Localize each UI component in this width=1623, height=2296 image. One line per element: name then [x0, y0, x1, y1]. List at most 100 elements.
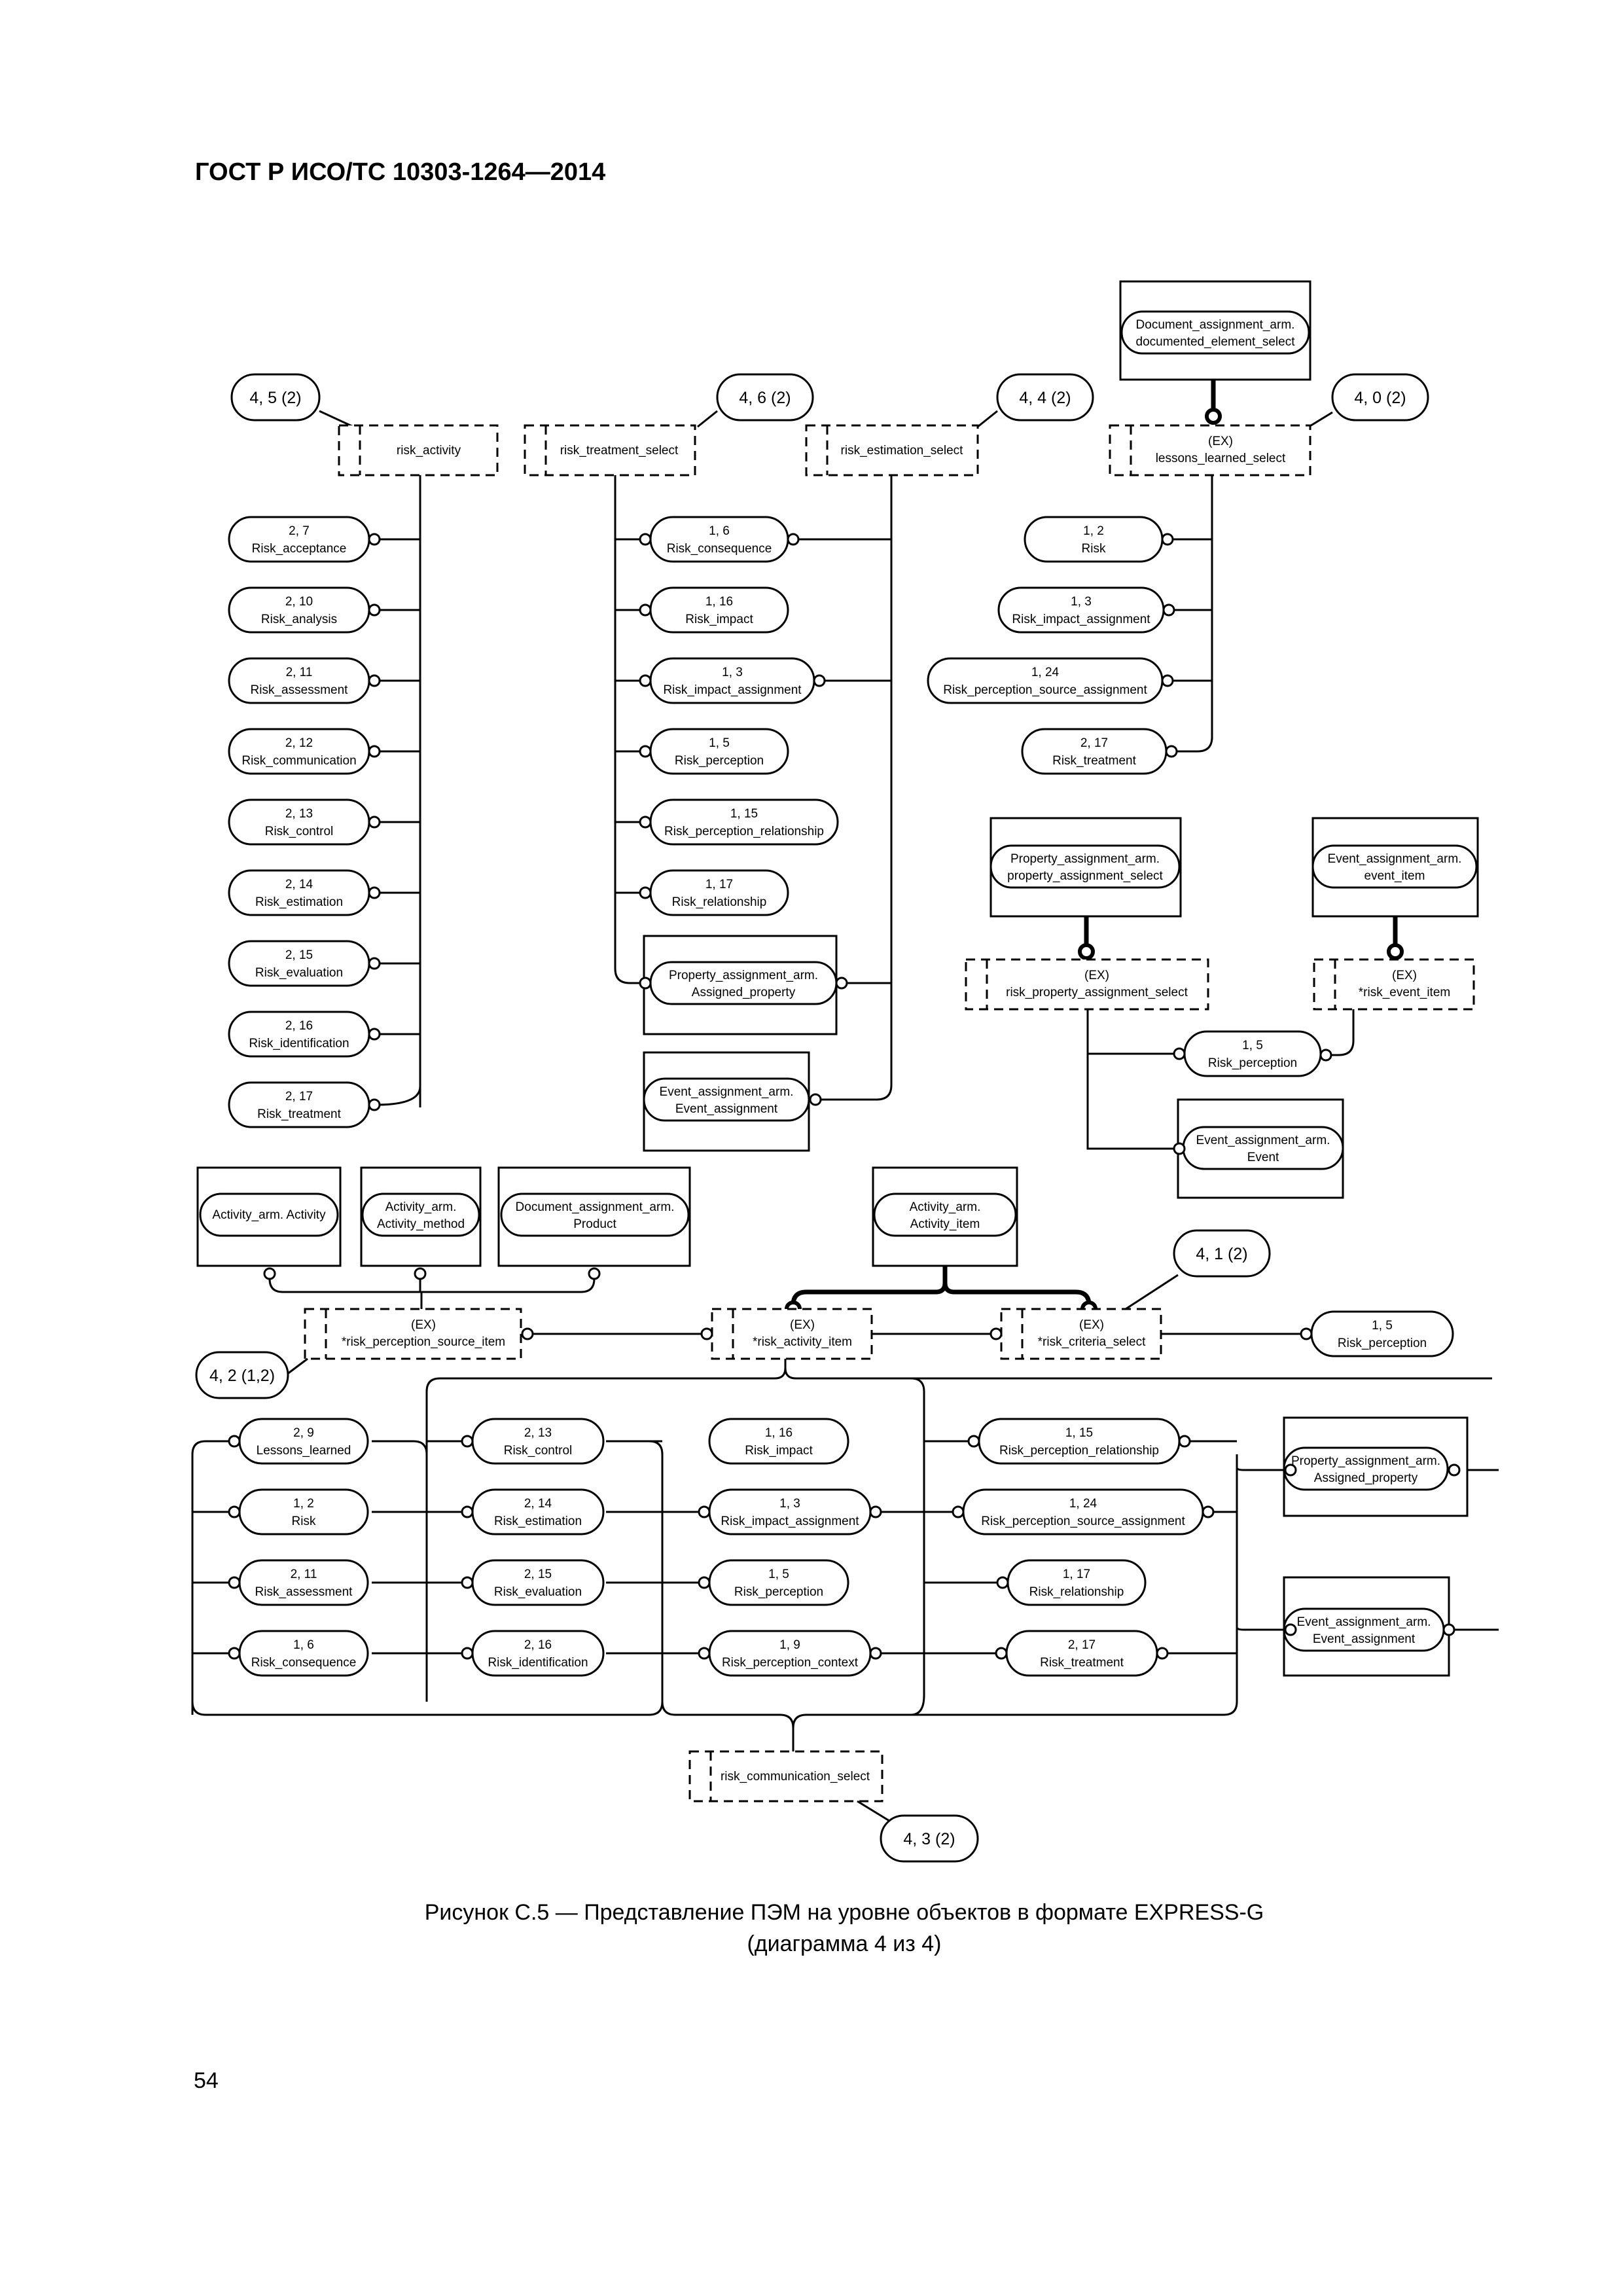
- entity-risk-assessment-b: 2, 11 Risk_assessment: [228, 1559, 369, 1606]
- svg-text:Risk_control: Risk_control: [504, 1444, 573, 1458]
- svg-text:Risk: Risk: [292, 1515, 316, 1528]
- entity-risk-estimation: 2, 14 Risk_estimation: [228, 869, 381, 916]
- svg-text:Event_assignment_arm.: Event_assignment_arm.: [1196, 1134, 1330, 1147]
- svg-text:Risk_assessment: Risk_assessment: [251, 683, 349, 697]
- svg-text:2, 17: 2, 17: [285, 1090, 313, 1103]
- select-risk-estimation-label: risk_estimation_select: [841, 444, 964, 457]
- schema-event-assignment: Event_assignment_arm. Event_assignment: [643, 1051, 822, 1152]
- select-risk-treatment-label: risk_treatment_select: [560, 444, 679, 457]
- entity-risk-treatment-b: 2, 17 Risk_treatment: [995, 1630, 1169, 1677]
- entity-risk-estimation-b: 2, 14 Risk_estimation: [461, 1488, 605, 1535]
- svg-text:2, 11: 2, 11: [286, 666, 313, 679]
- entity-risk-impact-assignment-b: 1, 3 Risk_impact_assignment: [698, 1488, 882, 1535]
- entity-risk-control-b: 2, 13 Risk_control: [461, 1418, 605, 1465]
- entity-risk-impact-assignment: 1, 3 Risk_impact_assignment: [639, 657, 826, 704]
- caption-line-1: Рисунок С.5 — Представление ПЭМ на уровн…: [424, 1900, 1264, 1925]
- svg-text:Risk_perception_relationship: Risk_perception_relationship: [664, 825, 824, 838]
- ref-4-1: [1173, 1229, 1271, 1278]
- select-risk-event-item: [1313, 958, 1475, 1011]
- svg-text:Risk_consequence: Risk_consequence: [667, 542, 772, 556]
- svg-text:Risk_estimation: Risk_estimation: [255, 895, 343, 909]
- schema-activity: Activity_arm. Activity: [196, 1166, 342, 1267]
- svg-text:2, 11: 2, 11: [291, 1568, 317, 1581]
- select-risk-property-assignment: [965, 958, 1209, 1011]
- select-risk-activity-label: risk_activity: [397, 444, 461, 457]
- entity-risk-treatment: 2, 17 Risk_treatment: [228, 1081, 381, 1128]
- svg-text:Product: Product: [573, 1217, 616, 1231]
- svg-text:Risk_perception: Risk_perception: [675, 754, 764, 768]
- svg-text:(EX): (EX): [411, 1318, 436, 1332]
- svg-text:Risk_treatment: Risk_treatment: [257, 1107, 341, 1121]
- svg-text:Lessons_learned: Lessons_learned: [257, 1444, 351, 1458]
- svg-text:Risk_treatment: Risk_treatment: [1040, 1656, 1124, 1670]
- svg-text:1, 5: 1, 5: [709, 736, 730, 750]
- svg-text:1, 24: 1, 24: [1031, 666, 1060, 679]
- schema-property-assignment-select: Property_assignment_arm. property_assign…: [990, 817, 1182, 918]
- svg-text:Activity_arm.: Activity_arm.: [910, 1200, 981, 1214]
- select-lessons-learned: [1109, 424, 1311, 476]
- ref-4-2: [195, 1351, 289, 1399]
- page-number: 54: [194, 2068, 219, 2093]
- svg-text:*risk_event_item: *risk_event_item: [1359, 986, 1450, 999]
- schema-documented-element-select: Document_assignment_arm. documented_elem…: [1119, 280, 1311, 381]
- select-risk-activity: [338, 424, 499, 476]
- svg-text:Risk_acceptance: Risk_acceptance: [252, 542, 347, 556]
- svg-text:2, 15: 2, 15: [285, 948, 313, 962]
- svg-text:(EX): (EX): [1208, 435, 1233, 448]
- ref-4-5-label: 4, 5 (2): [249, 389, 301, 407]
- entity-risk-perception-e: 1, 5 Risk_perception: [1310, 1310, 1454, 1357]
- entity-risk-acceptance: 2, 7 Risk_acceptance: [228, 516, 381, 563]
- svg-text:1, 6: 1, 6: [293, 1638, 314, 1652]
- entity-risk-impact-assignment-c: 1, 3 Risk_impact_assignment: [997, 586, 1175, 634]
- svg-text:1, 15: 1, 15: [730, 807, 758, 821]
- ref-4-1-label: 4, 1 (2): [1196, 1245, 1247, 1263]
- svg-text:2, 13: 2, 13: [524, 1426, 552, 1440]
- svg-text:1, 16: 1, 16: [705, 595, 733, 609]
- entity-risk-perception-relationship: 1, 15 Risk_perception_relationship: [639, 798, 839, 846]
- svg-text:Property_assignment_arm.: Property_assignment_arm.: [669, 969, 818, 982]
- svg-text:1, 16: 1, 16: [765, 1426, 793, 1440]
- entity-lessons-learned: 2, 9 Lessons_learned: [228, 1418, 369, 1465]
- svg-text:1, 3: 1, 3: [722, 666, 743, 679]
- svg-text:Activity_arm. Activity: Activity_arm. Activity: [212, 1208, 326, 1222]
- svg-text:Document_assignment_arm.: Document_assignment_arm.: [1136, 318, 1295, 332]
- schema-property-assignment-assigned-property: Property_assignment_arm. Assigned_proper…: [639, 935, 848, 1035]
- ref-4-0: [1331, 373, 1429, 422]
- ref-4-4-label: 4, 4 (2): [1019, 389, 1071, 407]
- entity-risk-impact: 1, 16 Risk_impact: [639, 586, 789, 634]
- svg-text:1, 3: 1, 3: [1071, 595, 1092, 609]
- svg-text:Risk_analysis: Risk_analysis: [261, 613, 337, 626]
- svg-text:*risk_criteria_select: *risk_criteria_select: [1038, 1335, 1146, 1349]
- property-event-group: Property_assignment_arm. property_assign…: [965, 817, 1479, 1199]
- svg-text:1, 24: 1, 24: [1069, 1497, 1097, 1511]
- select-risk-communication: [688, 1750, 883, 1803]
- entity-risk-perception-source-assignment-b: 1, 24 Risk_perception_source_assignment: [952, 1488, 1215, 1535]
- select-risk-treatment: [524, 424, 696, 476]
- svg-text:(EX): (EX): [790, 1318, 815, 1332]
- svg-text:2, 12: 2, 12: [285, 736, 313, 750]
- svg-text:1, 6: 1, 6: [709, 524, 730, 538]
- svg-text:2, 17: 2, 17: [1080, 736, 1108, 750]
- svg-text:lessons_learned_select: lessons_learned_select: [1156, 452, 1286, 465]
- schema-property-assignment-assigned-property-b: Property_assignment_arm. Assigned_proper…: [1283, 1416, 1469, 1517]
- ref-4-2-label: 4, 2 (1,2): [209, 1367, 275, 1385]
- svg-text:2, 15: 2, 15: [524, 1568, 552, 1581]
- svg-text:1, 9: 1, 9: [779, 1638, 800, 1652]
- entity-risk-consequence: 1, 6 Risk_consequence: [639, 516, 800, 563]
- ref-4-5: [230, 373, 321, 422]
- svg-text:Risk_evaluation: Risk_evaluation: [255, 966, 343, 980]
- ref-4-6-label: 4, 6 (2): [739, 389, 791, 407]
- entity-risk-evaluation: 2, 15 Risk_evaluation: [228, 940, 381, 987]
- svg-text:risk_property_assignment_selec: risk_property_assignment_select: [1006, 986, 1188, 999]
- svg-text:Risk_impact_assignment: Risk_impact_assignment: [721, 1515, 859, 1528]
- ref-4-3-label: 4, 3 (2): [903, 1830, 955, 1848]
- entity-risk-perception-source-assignment: 1, 24 Risk_perception_source_assignment: [927, 657, 1174, 704]
- svg-text:1, 2: 1, 2: [293, 1497, 314, 1511]
- entity-risk-assessment: 2, 11 Risk_assessment: [228, 657, 381, 704]
- svg-text:1, 3: 1, 3: [779, 1497, 800, 1511]
- entity-risk-impact-b: 1, 16 Risk_impact: [708, 1418, 849, 1465]
- svg-text:Risk: Risk: [1082, 542, 1106, 556]
- svg-text:1, 17: 1, 17: [1063, 1568, 1090, 1581]
- document-header: ГОСТ Р ИСО/ТС 10303-1264—2014: [195, 158, 606, 186]
- entity-risk-perception-d: 1, 5 Risk_perception: [1173, 1030, 1332, 1077]
